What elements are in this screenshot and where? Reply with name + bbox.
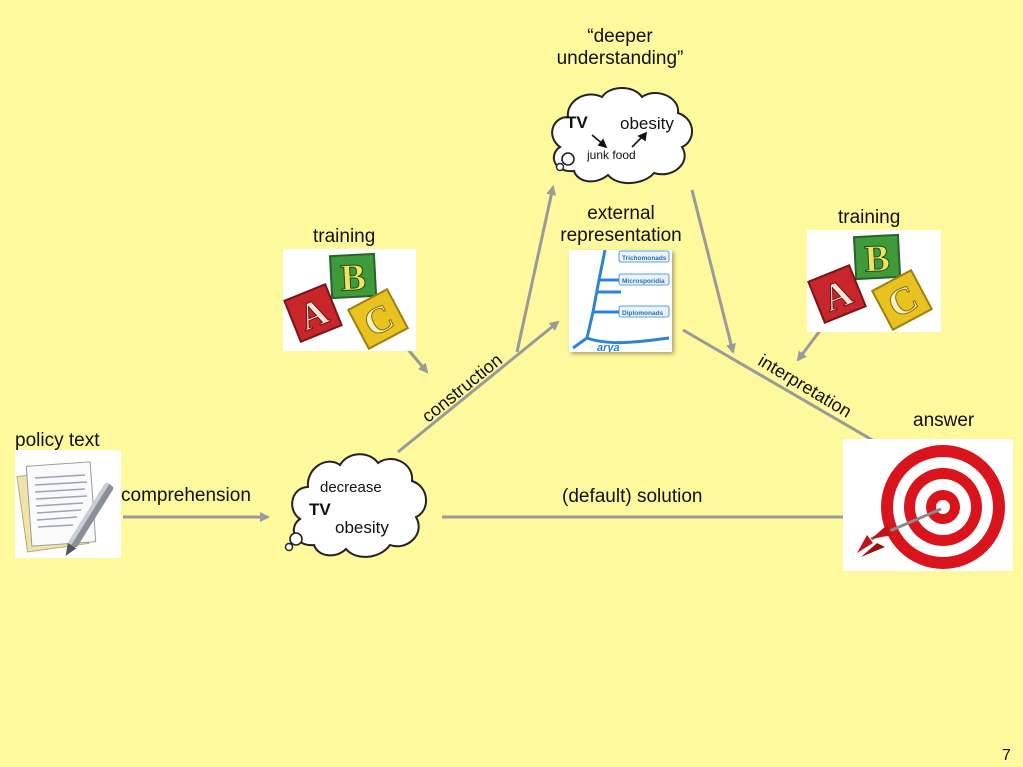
to-deeper-understanding-arrow [515,185,557,353]
interpretation-arrow [682,328,895,454]
tree-label-2: Microsporidia [622,278,665,285]
obesity-label: obesity [335,518,389,537]
from-deeper-understanding-arrow [690,189,736,354]
deeper-understanding-line2: understanding” [556,48,684,69]
training-right-label: training [838,207,901,228]
answer-label: answer [913,410,975,431]
tv-label: TV [309,500,331,519]
external-representation-label: external representation [541,203,701,247]
comprehension-label: comprehension [121,485,251,506]
block-b: B [339,256,367,299]
thought-cloud-icon [284,453,427,558]
page-number: 7 [1002,747,1011,764]
abc-blocks-icon: B A C [283,249,416,351]
abc-blocks-icon: B A C [807,230,941,332]
construction-arrow [397,320,560,454]
deeper-understanding-line1: “deeper [587,26,653,47]
default-solution-label: (default) solution [562,486,703,507]
junk-food-label: junk food [587,148,636,162]
tree-footer: arya [597,342,620,352]
document-pencil-icon [15,450,121,558]
decrease-label: decrease [320,479,382,496]
tree-label-3: Diplomonads [622,310,664,317]
thought-cloud-icon [551,87,693,184]
training-left-label: training [313,226,376,247]
target-dart-icon [843,439,1013,571]
phylogenetic-tree-icon: Trichomonads Microsporidia Diplomonads a… [569,250,672,352]
top-cloud-tv-label: TV [566,113,588,132]
block-b: B [863,237,891,280]
external-representation-line1: external [587,203,655,224]
policy-text-label: policy text [15,430,100,451]
deeper-understanding-label: “deeper understanding” [530,26,710,70]
top-cloud-obesity-label: obesity [620,114,674,133]
external-representation-line2: representation [560,225,682,246]
tree-label-1: Trichomonads [622,255,667,262]
